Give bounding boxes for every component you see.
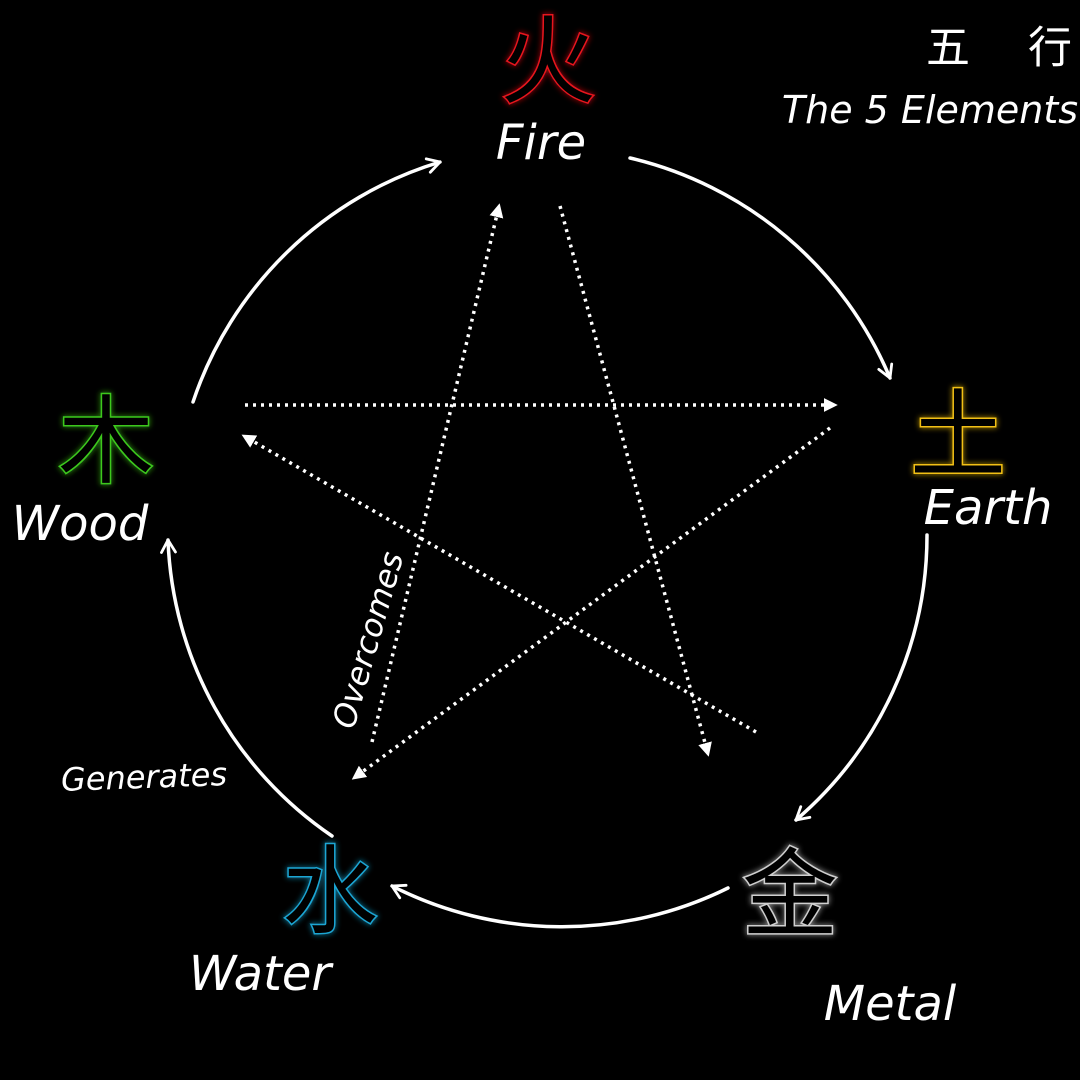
fire-label: Fire xyxy=(496,115,586,171)
arc-water-to-wood xyxy=(160,538,334,838)
overcomes-cycle xyxy=(241,203,838,780)
element-fire: 火 Fire xyxy=(496,5,598,172)
generates-annotation: Generates xyxy=(60,755,227,799)
arc-metal-to-water xyxy=(390,883,730,929)
arc-wood-to-fire xyxy=(191,157,442,404)
element-water: 水 Water xyxy=(189,835,380,1003)
water-label: Water xyxy=(189,946,335,1002)
line-earth-to-water xyxy=(351,426,832,780)
metal-label: Metal xyxy=(824,976,957,1032)
element-wood: 木 Wood xyxy=(12,385,156,553)
element-metal: 金 Metal xyxy=(741,838,957,1033)
title-chinese: 五 行 xyxy=(926,23,1080,74)
title-english: The 5 Elements xyxy=(782,88,1078,132)
earth-glyph-icon: 土 xyxy=(910,380,1006,492)
line-fire-to-metal xyxy=(558,205,712,757)
fire-glyph-icon: 火 xyxy=(500,6,596,118)
arc-earth-to-metal xyxy=(794,533,929,822)
metal-glyph-icon: 金 xyxy=(742,839,838,951)
water-glyph-icon: 水 xyxy=(282,836,378,948)
wood-glyph-icon: 木 xyxy=(58,386,154,498)
earth-label: Earth xyxy=(924,480,1053,536)
element-earth: 土 Earth xyxy=(909,379,1053,537)
generates-cycle xyxy=(160,156,929,929)
wood-label: Wood xyxy=(12,496,149,552)
line-metal-to-wood xyxy=(241,434,757,734)
arc-fire-to-earth xyxy=(628,156,894,380)
